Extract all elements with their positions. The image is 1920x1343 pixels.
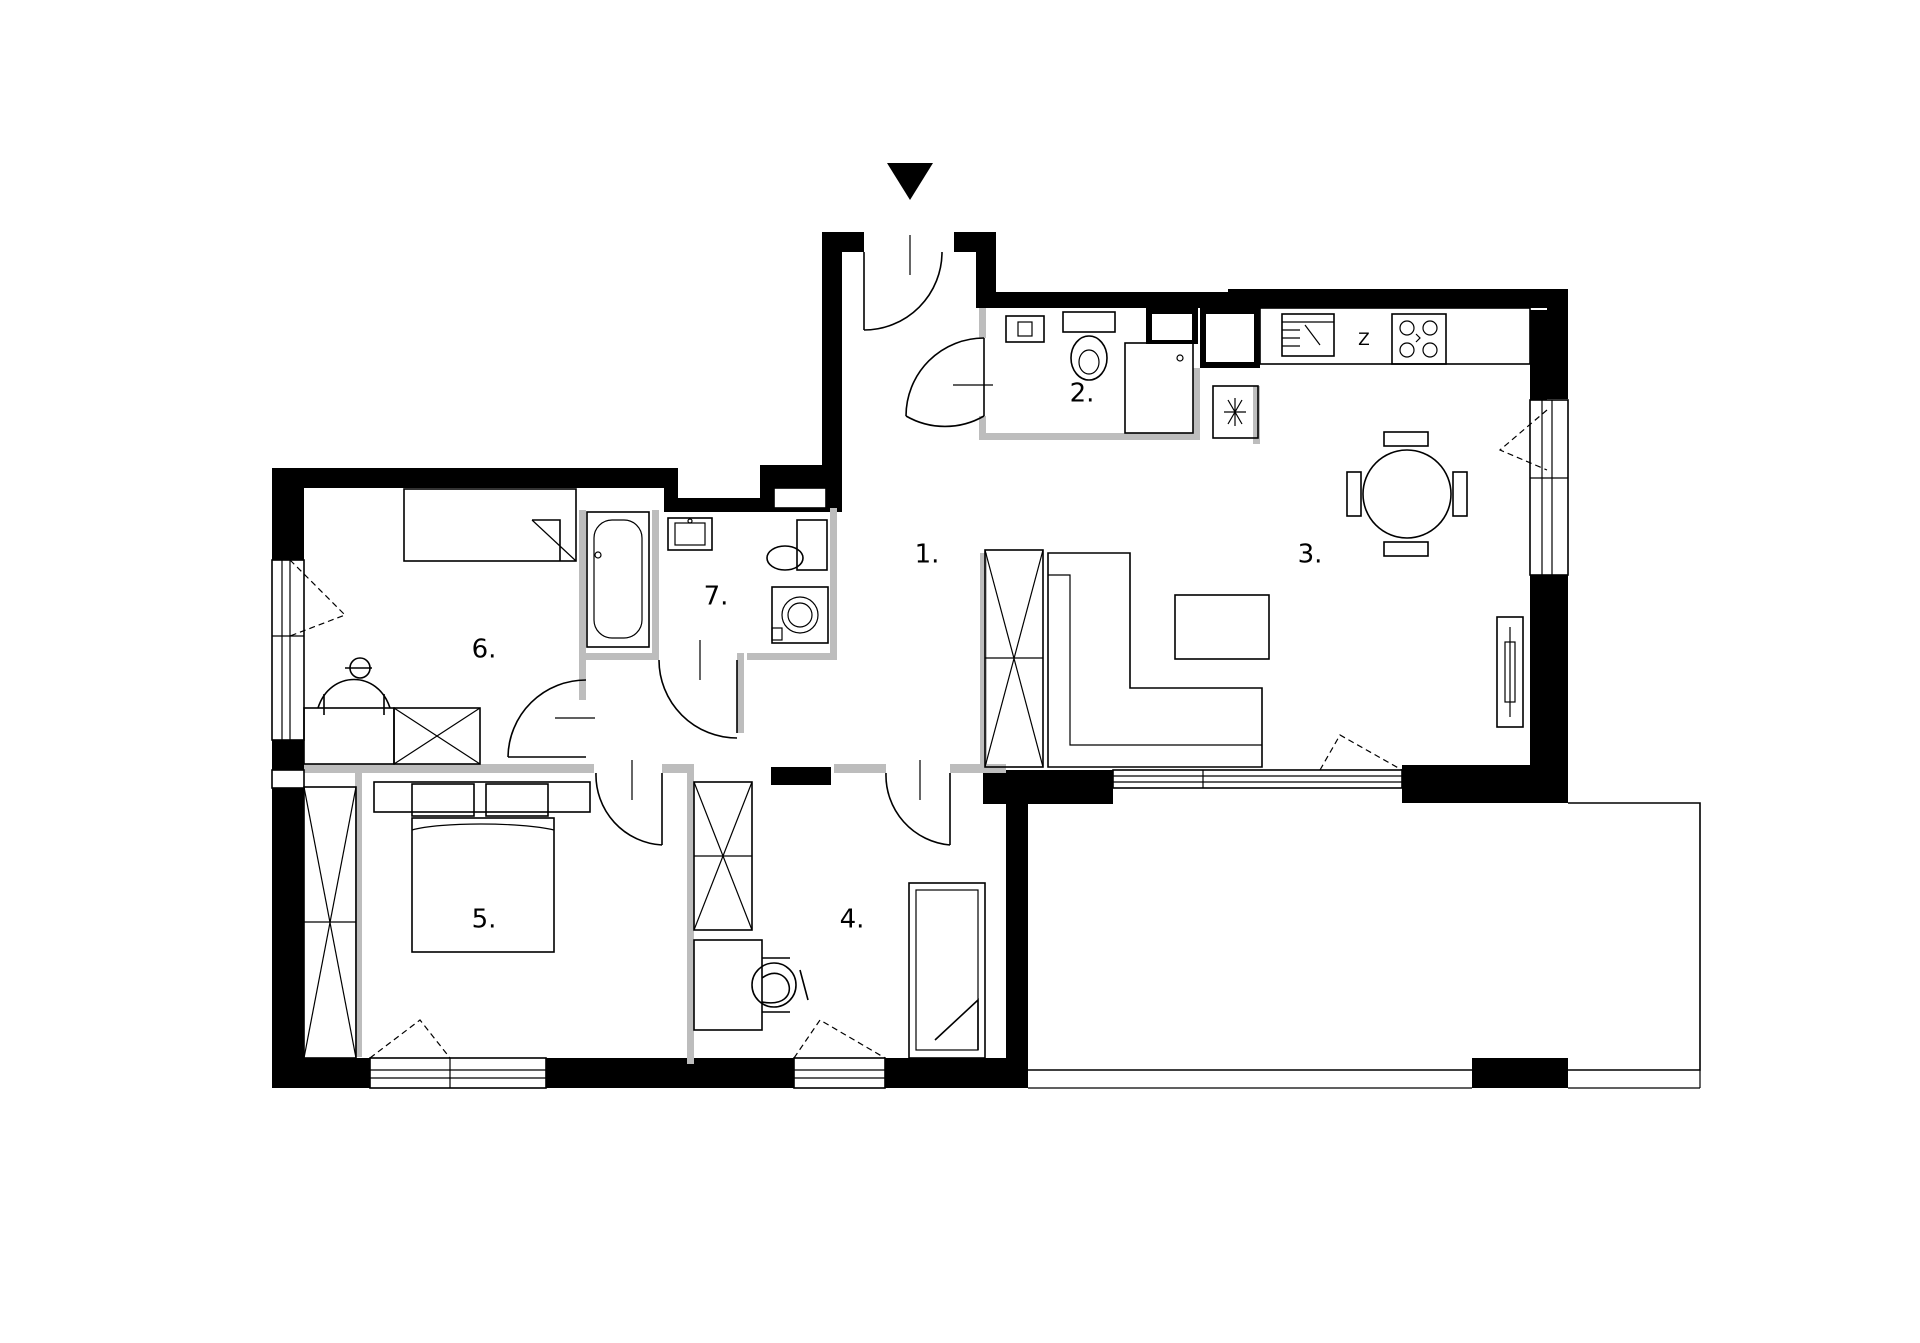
installation-shafts (1146, 308, 1260, 368)
kitchen: Z (1212, 307, 1531, 439)
interior-partitions (304, 308, 1260, 1064)
room-label-room6: 6. (472, 635, 497, 665)
window-swings (289, 409, 1548, 1059)
door-swings (507, 235, 993, 846)
room-label-room5: 5. (472, 905, 497, 935)
balcony (1028, 802, 1701, 1089)
room6-furniture (303, 488, 577, 765)
room4-furniture (693, 781, 986, 1059)
room-label-bath: 7. (704, 582, 729, 612)
wc-fixtures: 2. (1005, 311, 1194, 434)
room-label-wc: 2. (1070, 379, 1095, 409)
exterior-walls (272, 232, 1568, 1088)
shaft-niche (773, 487, 827, 509)
room-label-hall: 1. (915, 540, 940, 570)
room-label-room4: 4. (840, 905, 865, 935)
dining-table (1346, 431, 1468, 557)
wall-block (771, 767, 831, 785)
room5-furniture (303, 781, 591, 1059)
bathroom-fixtures (586, 511, 829, 648)
entrance-arrow-icon (887, 163, 933, 200)
windows (271, 399, 1569, 1089)
room-label-living: 3. (1298, 540, 1323, 570)
living-furniture (984, 549, 1524, 768)
fridge-label: Z (1358, 330, 1370, 350)
